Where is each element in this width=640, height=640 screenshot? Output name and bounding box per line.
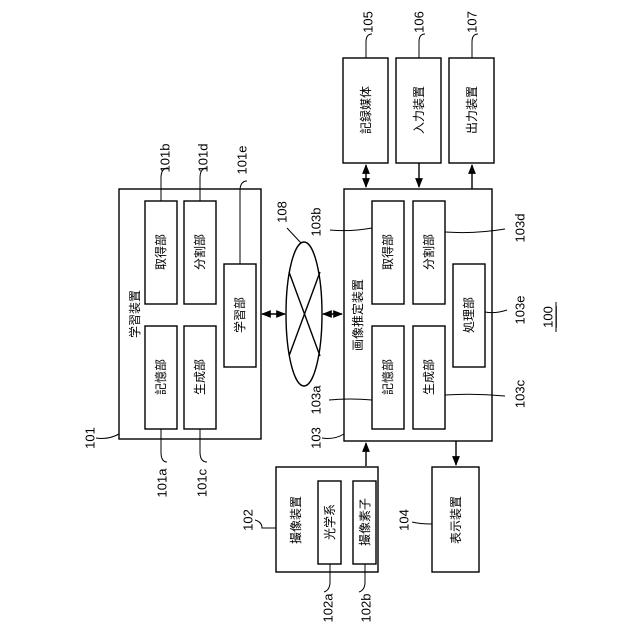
ref-103c: 103c <box>513 379 528 408</box>
learning-storage-unit-label: 記憶部 <box>153 359 168 395</box>
learning-generation-unit-label: 生成部 <box>192 359 207 395</box>
ref-106: 106 <box>412 11 427 33</box>
image-sensor-label: 撮像素子 <box>358 498 372 546</box>
leader-104 <box>412 522 432 524</box>
leader-108 <box>287 228 301 243</box>
display-device: 表示装置 104 <box>397 441 480 572</box>
ref-101d: 101d <box>196 144 211 173</box>
ref-102b: 102b <box>359 594 374 623</box>
leader-106 <box>419 34 425 58</box>
ref-101c: 101c <box>195 468 210 497</box>
estimation-generation-unit-label: 生成部 <box>421 359 436 395</box>
output-device-label: 出力装置 <box>465 86 479 134</box>
recording-medium-label: 記録媒体 <box>358 86 373 134</box>
learning-device: 学習装置 取得部 分割部 記憶部 生成部 学習部 101 101b 101d 1… <box>83 144 262 498</box>
ref-101a: 101a <box>155 468 170 498</box>
imaging-device-label: 撮像装置 <box>289 496 303 544</box>
image-estimation-device: 画像推定装置 取得部 分割部 記憶部 生成部 処理部 103 103b 103a… <box>309 189 557 449</box>
ref-103b: 103b <box>309 208 324 237</box>
learning-division-unit-label: 分割部 <box>192 234 207 270</box>
imaging-device: 撮像装置 光学系 撮像素子 102 102a 102b <box>241 443 379 622</box>
leader-105 <box>366 34 372 58</box>
ref-103d: 103d <box>513 214 528 243</box>
learning-learning-unit-label: 学習部 <box>232 297 247 333</box>
ref-101e: 101e <box>235 146 250 175</box>
leader-101 <box>96 434 119 439</box>
ref-101b: 101b <box>158 144 173 173</box>
ref-103a: 103a <box>309 385 324 415</box>
optics-label: 光学系 <box>322 504 337 540</box>
ref-105: 105 <box>361 11 376 33</box>
network: 108 <box>262 201 342 386</box>
estimation-acquisition-unit-label: 取得部 <box>380 234 395 270</box>
leader-107 <box>472 34 478 58</box>
leader-103 <box>322 434 344 439</box>
peripheral-devices-top: 記録媒体 105 入力装置 106 出力装置 107 <box>343 11 494 189</box>
ref-104: 104 <box>397 509 412 531</box>
ref-102: 102 <box>241 509 256 531</box>
learning-acquisition-unit-label: 取得部 <box>153 234 168 270</box>
ref-102a: 102a <box>321 593 336 623</box>
ref-107: 107 <box>465 11 480 33</box>
learning-device-label: 学習装置 <box>127 290 142 338</box>
ref-108: 108 <box>275 201 290 223</box>
display-device-label: 表示装置 <box>449 496 463 544</box>
ref-103: 103 <box>309 427 324 449</box>
estimation-division-unit-label: 分割部 <box>421 234 436 270</box>
leader-102 <box>255 520 276 528</box>
estimation-processing-unit-label: 処理部 <box>461 297 476 333</box>
input-device-label: 入力装置 <box>412 86 426 134</box>
estimation-storage-unit-label: 記憶部 <box>380 359 395 395</box>
image-estimation-device-label: 画像推定装置 <box>350 279 365 351</box>
figure-number: 100 <box>541 306 556 328</box>
ref-103e: 103e <box>513 296 528 325</box>
ref-101: 101 <box>83 427 98 449</box>
